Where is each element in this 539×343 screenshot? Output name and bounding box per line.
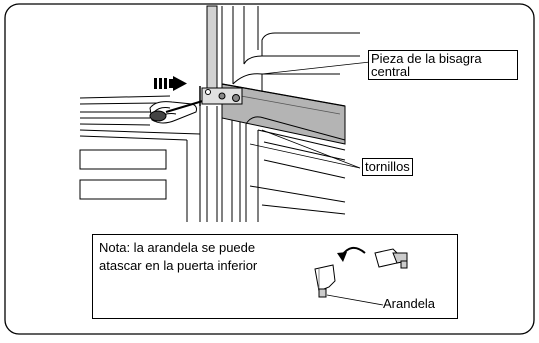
- outer-frame: [4, 3, 535, 335]
- hinge-piece-label: Pieza de la bisagra central: [368, 50, 518, 80]
- hinge-screws: [199, 86, 243, 106]
- leader-screws-2: [249, 143, 361, 169]
- left-door: [79, 95, 201, 222]
- upper-cabinet: [221, 6, 360, 100]
- push-arrow: [154, 76, 187, 91]
- washer-drawing: [314, 246, 408, 306]
- note-box: Nota: la arandela se puede atascar en la…: [92, 234, 458, 319]
- note-text: Nota: la arandela se puede atascar en la…: [99, 240, 258, 273]
- washer-label: Arandela: [383, 296, 436, 311]
- leader-hinge-piece: [261, 61, 371, 75]
- screws-label: tornillos: [362, 158, 413, 176]
- door-column: [199, 5, 218, 222]
- leader-washer: [326, 294, 384, 306]
- leader-screws-1: [261, 129, 361, 169]
- lower-cabinet: [221, 116, 346, 222]
- hand-screwdriver: [149, 99, 207, 124]
